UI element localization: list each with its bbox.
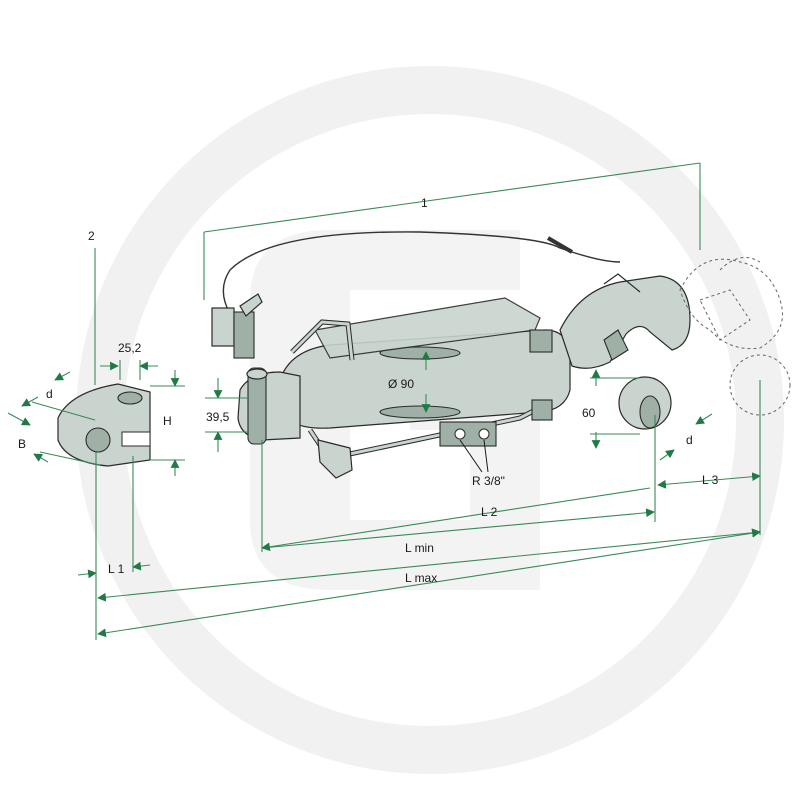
label-25-2: 25,2 [118,341,142,355]
rod-pin-end [237,367,301,445]
clevis-end [57,383,151,467]
dim-39-5 [205,378,248,452]
cable-sleeve [546,236,574,254]
label-dia-90: Ø 90 [388,377,414,391]
dim-lmax [97,528,761,638]
label-lmax: L max [405,571,437,585]
lock-clip [211,293,263,359]
assembly-bracket [203,162,701,300]
ball-joint [618,376,672,430]
label-b-left: B [18,437,26,451]
label-lmin: L min [405,541,434,555]
safety-cable [222,231,621,339]
dim-d-left [21,371,96,421]
label-h: H [163,414,172,428]
label-60: 60 [582,406,596,420]
label-l2: L 2 [481,505,498,519]
dim-25-2 [100,360,158,380]
label-l3: L 3 [702,473,719,487]
quick-coupler-hook [559,273,691,369]
hydraulic-cylinder [279,297,571,479]
label-thread: R 3/8" [472,474,505,488]
dim-60 [590,369,640,449]
dim-d-right [659,413,713,461]
dim-h [150,370,185,476]
label-item-2: 2 [88,229,95,243]
label-l1: L 1 [108,562,125,576]
label-d-right: d [686,433,693,447]
label-d-left: d [46,387,53,401]
ghost-outline [679,257,791,416]
dim-l3 [654,380,761,535]
label-39-5: 39,5 [206,410,230,424]
dim-b-left [7,412,101,466]
label-item-1: 1 [421,196,428,210]
thread-leader [459,439,489,473]
